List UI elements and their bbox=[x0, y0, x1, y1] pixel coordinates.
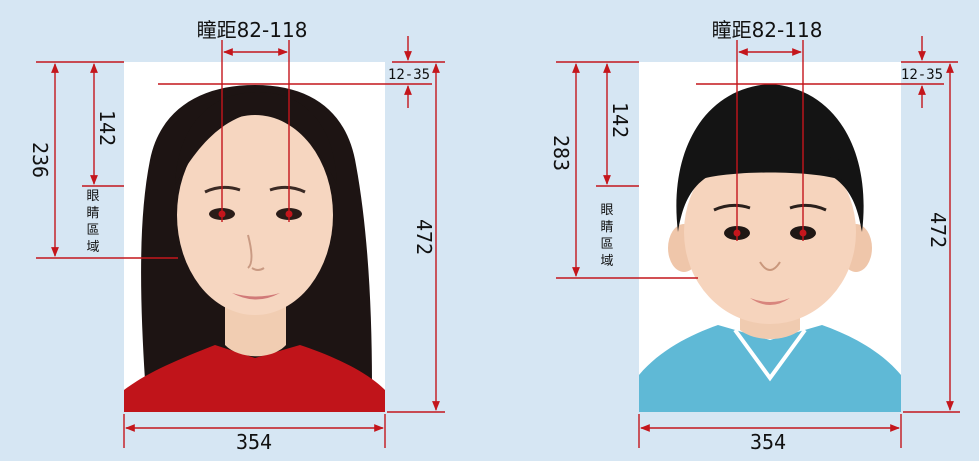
child-pupil-distance-title: 瞳距82-118 bbox=[712, 18, 823, 42]
child-eye-line-dimension bbox=[596, 63, 639, 187]
adult-top-margin-dimension bbox=[158, 36, 445, 108]
adult-eye-line-label: 142 bbox=[95, 110, 119, 146]
adult-eye-line-dimension bbox=[82, 63, 124, 187]
adult-pupil-distance-title: 瞳距82-118 bbox=[197, 18, 308, 42]
child-eye-region-char-4: 域 bbox=[600, 254, 613, 269]
adult-eye-region-char-4: 域 bbox=[86, 240, 99, 255]
child-photo-height-dimension bbox=[903, 63, 960, 413]
adult-photo-width-label: 354 bbox=[236, 430, 272, 454]
adult-photo-height-dimension bbox=[387, 63, 445, 413]
adult-eye-region-label: 眼 睛 區 域 bbox=[86, 189, 99, 255]
child-top-margin-label: 12-35 bbox=[901, 67, 943, 83]
adult-photo-height-label: 472 bbox=[412, 219, 436, 255]
child-eye-region-label: 眼 睛 區 域 bbox=[600, 203, 613, 269]
adult-eye-region-char-3: 區 bbox=[86, 223, 99, 238]
adult-eye-region-char-1: 眼 bbox=[86, 189, 99, 204]
child-panel: 瞳距82-118 12-35 472 283 142 bbox=[549, 18, 960, 454]
adult-photo bbox=[124, 62, 385, 412]
child-face-height-label: 283 bbox=[549, 135, 573, 171]
child-photo-height-label: 472 bbox=[926, 212, 950, 248]
child-photo-width-label: 354 bbox=[750, 430, 786, 454]
adult-face-height-label: 236 bbox=[28, 142, 52, 178]
adult-panel: 瞳距82-118 12-35 472 236 bbox=[28, 18, 445, 454]
child-pupil-distance-dimension bbox=[736, 40, 804, 241]
child-eye-line-label: 142 bbox=[608, 102, 632, 138]
child-eye-region-char-3: 區 bbox=[600, 237, 613, 252]
adult-top-margin-label: 12-35 bbox=[388, 67, 430, 83]
adult-pupil-distance-dimension bbox=[221, 40, 290, 222]
adult-face-height-dimension bbox=[36, 61, 178, 259]
child-face-height-dimension bbox=[556, 61, 698, 279]
adult-photo-width-dimension bbox=[123, 414, 386, 448]
child-eye-region-char-1: 眼 bbox=[600, 203, 613, 218]
child-eye-region-char-2: 睛 bbox=[600, 220, 613, 235]
child-top-margin-dimension bbox=[696, 36, 958, 108]
child-photo bbox=[639, 62, 901, 412]
child-photo-width-dimension bbox=[638, 414, 902, 448]
adult-eye-region-char-2: 睛 bbox=[86, 206, 99, 221]
